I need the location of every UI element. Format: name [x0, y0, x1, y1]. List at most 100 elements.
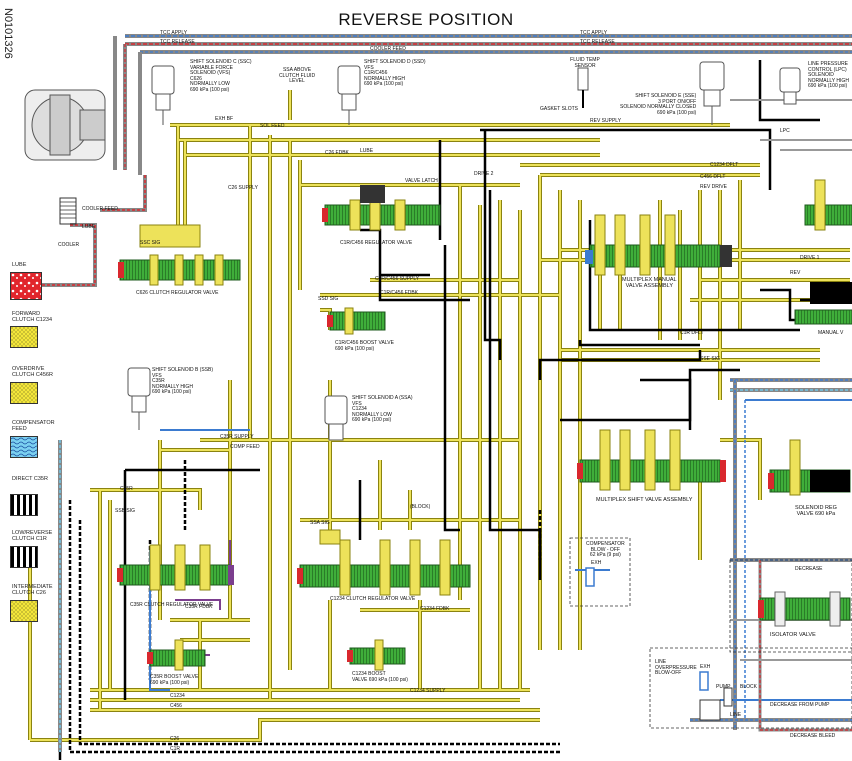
legend-label-low-reverse: LOW/REVERSE CLUTCH C1R	[12, 530, 53, 542]
lpc-line-5: 690 kPa (100 psi)	[808, 83, 848, 89]
top-lines	[113, 34, 852, 175]
valve-c35r	[117, 544, 234, 591]
drive2-label: DRIVE 2	[474, 171, 494, 177]
c1234-dflt-label: C1234 DFLT	[710, 162, 739, 168]
legend-swatch-forward	[10, 326, 38, 348]
ssc-line-3: SOLENOID (VFS)	[190, 70, 231, 76]
c26-supply-label: C26 SUPPLY	[228, 185, 258, 191]
ssd-line-1: SHIFT SOLENOID D (SSD)	[364, 59, 426, 65]
valve-shift-assembly	[577, 429, 726, 491]
solenoid-ssd-icon	[337, 65, 361, 125]
comp-blow-line-1: COMPENSATOR	[586, 541, 625, 547]
ssa-line-4: NORMALLY LOW	[352, 411, 392, 418]
legend-label-overdrive: OVERDRIVE CLUTCH C456R	[12, 366, 53, 378]
line-label: LINE	[730, 712, 742, 718]
blowoff-icons	[585, 567, 709, 691]
valve-c1234	[297, 529, 471, 596]
ssa-label: SHIFT SOLENOID A (SSA) VFS C1234 NORMALL…	[352, 395, 413, 424]
pump-label: PUMP	[716, 684, 731, 690]
legend-label-compensator: COMPENSATOR FEED	[12, 420, 55, 432]
c1r-fdbk-label: C1R/C456 FDBK	[380, 290, 419, 296]
line-label-tcc-release-2: TCC RELEASE	[580, 39, 615, 45]
c35r-valve-label: C35R CLUTCH REGULATOR VALVE	[130, 602, 214, 608]
lube-line-label: LUBE	[360, 148, 374, 154]
line-blowoff-line-3: BLOW-OFF	[655, 670, 682, 676]
c35r-fdbk-label: C35R FDBK	[185, 604, 213, 610]
c1234-valve-label: C1234 CLUTCH REGULATOR VALVE	[330, 596, 416, 602]
c1234-boost-line-2: VALVE 690 kPa (100 psi)	[352, 676, 408, 683]
ssd-line-4: NORMALLY HIGH	[364, 75, 405, 82]
manual-valve-line-2: VALVE ASSEMBLY	[625, 283, 673, 289]
valve-c1234-boost	[347, 639, 406, 671]
ssd-sig-label: SSD SIG	[318, 296, 339, 302]
rev-label: REV	[790, 270, 801, 276]
ssa-line-1: SHIFT SOLENOID A (SSA)	[352, 395, 413, 401]
valve-c626	[118, 224, 241, 286]
line-label-tcc-release: TCC RELEASE	[160, 39, 195, 45]
comp-blow-line-3: 62 kPa (9 psi)	[589, 552, 621, 558]
ssa-above-label: SSA ABOVE CLUTCH FLUID LEVEL	[278, 67, 316, 84]
ssa-line-2: VFS	[352, 400, 362, 407]
manual-v-label: MANUAL V	[818, 330, 844, 336]
c26-label: C26	[170, 736, 180, 742]
lpc-label: LINE PRESSURE CONTROL (LPC) SOLENOID NOR…	[808, 61, 849, 90]
valve-manual-right	[794, 282, 852, 325]
line-blowoff-label: LINE OVERPRESSURE BLOW-OFF	[655, 659, 697, 677]
ssc-line-2: VARIABLE FORCE	[190, 64, 233, 71]
valve-c1r-boost	[327, 307, 386, 335]
decrease-label: DECREASE	[795, 566, 823, 572]
c1234-boost-label: C1234 BOOST VALVE 690 kPa (100 psi)	[352, 671, 408, 683]
ssd-line-5: 690 kPa (100 psi)	[364, 81, 404, 87]
lpc-line-3: SOLENOID	[808, 72, 834, 78]
ssb-line-4: NORMALLY HIGH	[152, 383, 193, 390]
manual-valve-line-1: MULTIPLEX MANUAL	[622, 277, 677, 283]
ssc-line-5: NORMALLY LOW	[190, 81, 230, 87]
page-title: REVERSE POSITION	[338, 10, 514, 29]
lpc-line-4: NORMALLY HIGH	[808, 77, 849, 84]
line-label-tcc-apply: TCC APPLY	[160, 30, 188, 36]
solenoid-ssa-icon	[324, 395, 348, 441]
rev-supply-label: REV SUPPLY	[590, 118, 622, 124]
ssc-line-6: 690 kPa (100 psi)	[190, 86, 230, 93]
line-label-tcc-apply-2: TCC APPLY	[580, 30, 608, 36]
ssc-sig-label: SSC SIG	[140, 240, 161, 246]
lpc-line-2: CONTROL (LPC)	[808, 66, 847, 73]
sse-line-2: 3 PORT ON/OFF	[658, 98, 697, 105]
c1234-fdbk-label: C1234 FDBK	[420, 606, 450, 612]
c456-dflt-label: C456 DFLT	[700, 174, 726, 180]
c1r-boost-label: C1R/C456 BOOST VALVE 690 kPa (100 psi)	[335, 340, 394, 352]
legend-label-direct: DIRECT C35R	[12, 476, 48, 482]
manual-valve-label: MULTIPLEX MANUAL VALVE ASSEMBLY	[622, 277, 677, 289]
sse-label: SHIFT SOLENOID E (SSE) 3 PORT ON/OFF SOL…	[620, 93, 697, 116]
lpc-line-label: LPC	[780, 128, 790, 134]
compensator-blowoff-label: COMPENSATOR BLOW - OFF 62 kPa (9 psi)	[586, 541, 625, 559]
c1r-boost-line-1: C1R/C456 BOOST VALVE	[335, 340, 394, 346]
c1234-boost-line-1: C1234 BOOST	[352, 671, 386, 677]
line-blowoff-line-2: OVERPRESSURE	[655, 664, 697, 671]
ssb-line-2: VFS	[152, 372, 162, 379]
block-small-label: (BLOCK)	[410, 504, 431, 510]
ssd-line-3: C1R/C456	[364, 70, 388, 76]
cooler-label: COOLER	[58, 242, 80, 248]
sse-line-1: SHIFT SOLENOID E (SSE)	[635, 93, 697, 99]
sse-sig-label: SSE SIG	[700, 356, 721, 362]
c1r-valve-label: C1R/C456 REGULATOR VALVE	[340, 240, 413, 246]
valve-top-right	[804, 179, 852, 231]
exh-label-line: EXH	[700, 664, 711, 670]
valve-solenoid-reg	[768, 439, 851, 496]
pump-icon	[699, 687, 733, 721]
comp-feed-label: COMP FEED	[230, 444, 260, 450]
fluid-temp-label: FLUID TEMP SENSOR	[570, 57, 600, 69]
valve-manual	[585, 214, 732, 276]
solenoid-lpc-icon	[779, 67, 801, 105]
legend-swatch-compensator	[10, 436, 38, 458]
exh-label-comp: EXH	[591, 560, 602, 566]
c26-fdbk-label: C26 FDBK	[325, 150, 349, 156]
c35r-boost-line-2: 690 kPa (100 psi)	[150, 679, 190, 686]
decrease-bleed-label: DECREASE BLEED	[790, 733, 836, 739]
c626-valve-label: C626 CLUTCH REGULATOR VALVE	[136, 290, 219, 296]
line-blowoff-line-1: LINE	[655, 659, 667, 665]
ssb-sig-label: SSB SIG	[115, 508, 136, 514]
sol-feed-label: SOL FEED	[260, 123, 285, 129]
ssb-line-3: C35R	[152, 378, 165, 384]
